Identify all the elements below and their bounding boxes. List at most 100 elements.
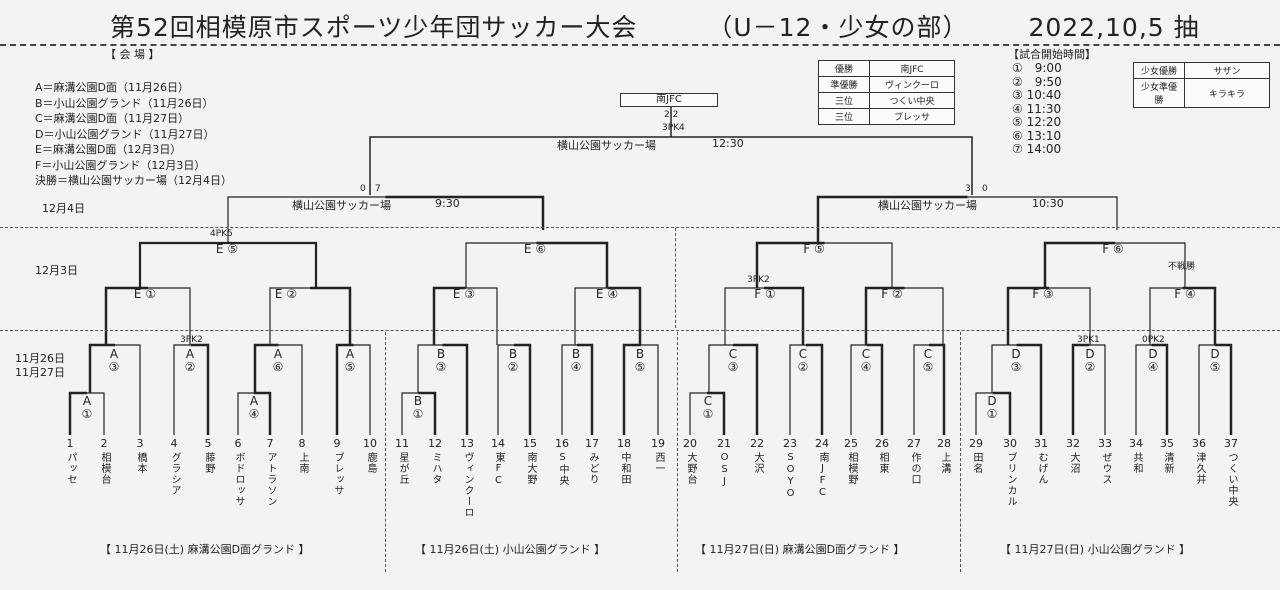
team-name: S中央 bbox=[557, 452, 568, 486]
result-row: 三位ブレッサ bbox=[818, 108, 955, 125]
bracket-line bbox=[574, 287, 608, 345]
bracket-line bbox=[991, 344, 1017, 393]
start-time-item: ① 9:00 bbox=[1012, 61, 1062, 75]
bracket-line bbox=[1089, 344, 1106, 435]
team-name: グラシア bbox=[169, 452, 180, 496]
dec3-divider bbox=[0, 330, 1280, 331]
start-time-item: ⑥ 13:10 bbox=[1012, 128, 1062, 143]
team-number: 13 bbox=[460, 437, 474, 450]
team-entry: 14 東FC bbox=[491, 438, 505, 491]
bracket-line bbox=[864, 286, 905, 345]
venues-heading: 【 会 場 】 bbox=[105, 48, 160, 61]
match-node-c1: C ① bbox=[702, 394, 714, 421]
result-value: ブレッサ bbox=[869, 108, 955, 125]
team-name: 作の口 bbox=[909, 452, 920, 485]
bracket-line bbox=[866, 343, 884, 435]
division-label: （U－12・少女の部） bbox=[707, 13, 969, 42]
bracket-line bbox=[993, 391, 1012, 435]
bracket-line bbox=[1198, 344, 1215, 435]
result-value: つくい中央 bbox=[869, 92, 955, 109]
bracket-line bbox=[385, 195, 545, 230]
bracket-line bbox=[764, 286, 805, 345]
team-name: 共和 bbox=[1131, 452, 1142, 474]
team-number: 22 bbox=[750, 437, 764, 450]
bracket-line bbox=[442, 343, 469, 435]
bracket-line bbox=[607, 286, 642, 345]
team-number: 37 bbox=[1224, 437, 1238, 450]
bracket-line bbox=[733, 343, 759, 435]
team-entry: 29 田名 bbox=[969, 438, 983, 478]
team-name: 大沼 bbox=[1068, 452, 1079, 474]
team-entry: 22 大沢 bbox=[750, 438, 764, 478]
team-name: アトラソン bbox=[265, 452, 276, 507]
match-node-b1: B ① bbox=[412, 394, 424, 421]
semi-left-score-r: 7 bbox=[375, 184, 381, 194]
team-number: 25 bbox=[844, 437, 858, 450]
result-row: 少女優勝サザン bbox=[1133, 62, 1270, 79]
team-name: 上南 bbox=[297, 452, 308, 474]
match-node-f2: F ② bbox=[881, 287, 903, 301]
start-time-item: ⑦ 14:00 bbox=[1012, 142, 1062, 156]
venue-item: D＝小山公園グランド（11月27日） bbox=[35, 127, 215, 141]
venue-item: E＝麻溝公園D面（12月3日） bbox=[35, 143, 182, 156]
team-name: ブリンカル bbox=[1005, 452, 1016, 507]
bracket-line bbox=[148, 287, 191, 345]
bracket-line bbox=[806, 343, 824, 435]
match-node-d3: D ③ bbox=[1010, 347, 1022, 374]
bracket-line bbox=[561, 344, 577, 435]
match-node-c2: C ② bbox=[797, 347, 809, 374]
team-name: 田名 bbox=[971, 452, 982, 474]
team-name: 東FC bbox=[493, 452, 504, 487]
team-number: 5 bbox=[204, 437, 212, 450]
semi-left-time: 9:30 bbox=[435, 197, 460, 210]
team-number: 23 bbox=[783, 437, 797, 450]
semi-right-time: 10:30 bbox=[1032, 197, 1064, 210]
bracket-line bbox=[88, 343, 115, 393]
team-number: 28 bbox=[937, 437, 951, 450]
team-number: 36 bbox=[1192, 437, 1206, 450]
team-name: 南大野 bbox=[525, 452, 536, 485]
match-node-a1: A ① bbox=[81, 394, 93, 421]
team-number: 14 bbox=[491, 437, 505, 450]
match-node-b3: B ③ bbox=[435, 347, 447, 374]
venue-item: C＝麻溝公園D面（11月27日） bbox=[35, 112, 190, 125]
team-name: つくい中央 bbox=[1226, 452, 1237, 507]
bracket-line bbox=[622, 343, 641, 435]
team-name: OSJ bbox=[719, 452, 730, 488]
footer-4: 【 11月27日(日) 小山公園グランド 】 bbox=[1000, 543, 1191, 556]
bracket-line bbox=[913, 344, 929, 435]
dec4-divider bbox=[0, 227, 1280, 228]
team-name: パッセ bbox=[65, 452, 76, 485]
team-number: 19 bbox=[651, 437, 665, 450]
team-number: 29 bbox=[969, 437, 983, 450]
match-node-e5: E ⑤ bbox=[215, 242, 239, 256]
result-value: 南JFC bbox=[869, 60, 955, 77]
bracket-line bbox=[68, 391, 87, 435]
bracket-line bbox=[850, 344, 867, 435]
match-node-f5: F ⑤ bbox=[803, 242, 825, 256]
match-node-d5: D ⑤ bbox=[1209, 347, 1221, 374]
start-time-item: ② 9:50 bbox=[1012, 74, 1062, 89]
semi-right-score-r: 0 bbox=[982, 184, 988, 194]
team-name: 大沢 bbox=[752, 452, 763, 474]
match-node-a5: A ⑤ bbox=[344, 347, 356, 374]
result-row: 少女準優勝キラキラ bbox=[1133, 78, 1270, 108]
header-divider bbox=[0, 44, 1280, 46]
team-name: SOYO bbox=[785, 452, 796, 500]
result-value: キラキラ bbox=[1184, 78, 1270, 108]
bracket-line bbox=[577, 343, 594, 435]
bracket-line bbox=[104, 286, 148, 345]
team-name: ボドロッサ bbox=[233, 452, 244, 507]
